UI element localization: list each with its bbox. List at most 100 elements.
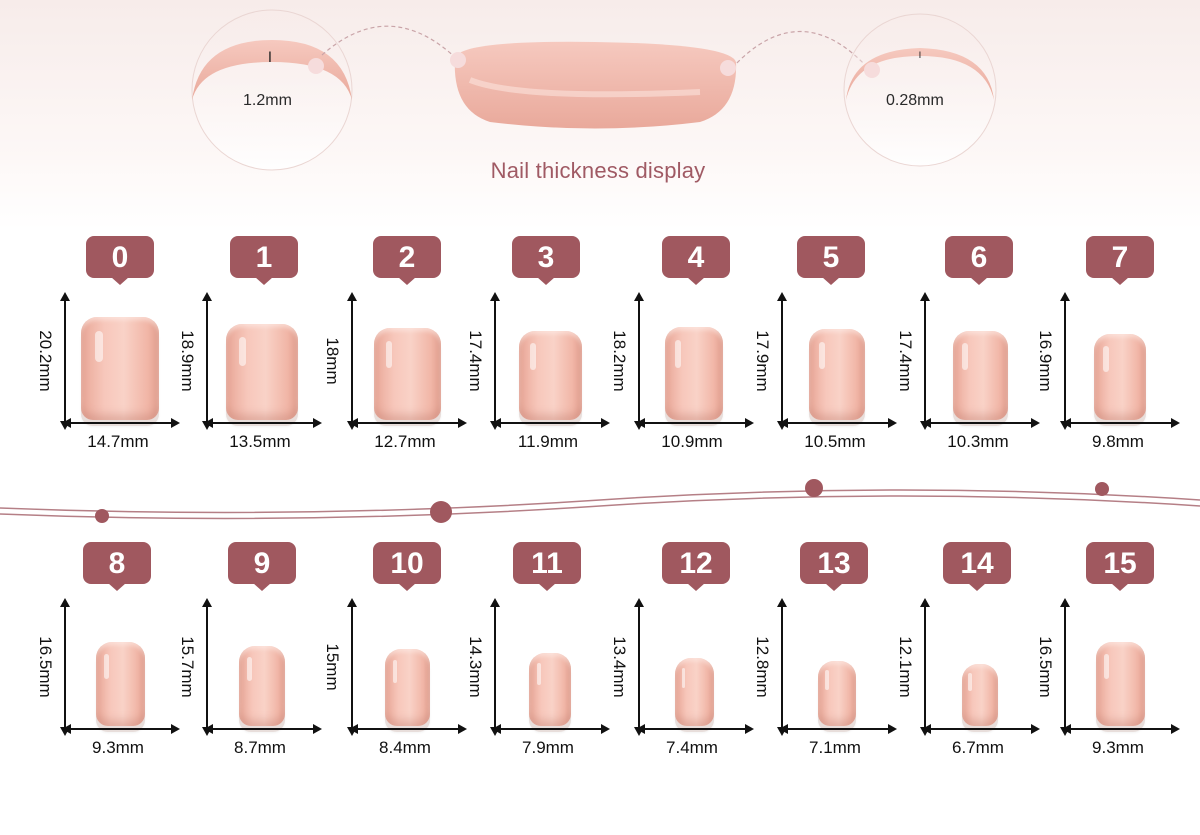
- length-label: 18.9mm: [178, 330, 197, 392]
- width-label: 9.8mm: [1092, 432, 1144, 451]
- size-number-badge: 9: [228, 542, 296, 591]
- wave-divider: [0, 479, 1200, 523]
- width-arrow: [349, 418, 467, 428]
- divider-dot: [805, 479, 823, 497]
- size-number-badge: 7: [1086, 236, 1154, 285]
- size-number-badge: 5: [797, 236, 865, 285]
- length-label: 18mm: [323, 337, 342, 385]
- length-arrow: [490, 598, 500, 736]
- length-label: 17.9mm: [753, 330, 772, 392]
- width-label: 14.7mm: [87, 432, 149, 451]
- size-number-badge: 3: [512, 236, 580, 285]
- width-label: 10.9mm: [661, 432, 723, 451]
- width-label: 13.5mm: [229, 432, 291, 451]
- length-label: 16.9mm: [1036, 330, 1055, 392]
- left-thickness-circle: I: [191, 9, 353, 171]
- divider-dot: [1095, 482, 1109, 496]
- width-arrow: [636, 724, 754, 734]
- size-number-badge: 11: [513, 542, 581, 591]
- length-label: 17.4mm: [466, 330, 485, 392]
- width-label: 8.7mm: [234, 738, 286, 757]
- size-number-badge: 13: [800, 542, 868, 591]
- size-number-badge: 2: [373, 236, 441, 285]
- length-arrow: [777, 292, 787, 430]
- width-label: 10.5mm: [804, 432, 866, 451]
- svg-text:I: I: [268, 50, 272, 66]
- length-label: 15mm: [323, 643, 342, 691]
- length-label: 18.2mm: [610, 330, 629, 392]
- nail-tip: [239, 646, 285, 726]
- width-label: 7.4mm: [666, 738, 718, 757]
- size-cell-3: 3 17.4mm 11.9mm: [466, 236, 628, 466]
- size-number-badge: 8: [83, 542, 151, 591]
- length-arrow: [60, 292, 70, 430]
- length-arrow: [202, 598, 212, 736]
- width-arrow: [779, 724, 897, 734]
- width-arrow: [779, 418, 897, 428]
- divider-dot: [95, 509, 109, 523]
- nail-tip: [1094, 334, 1146, 420]
- size-number-badge: 0: [86, 236, 154, 285]
- size-number-badge: 14: [943, 542, 1011, 591]
- width-arrow: [1062, 724, 1180, 734]
- width-label: 9.3mm: [92, 738, 144, 757]
- nail-tip: [226, 324, 298, 420]
- width-arrow: [62, 724, 180, 734]
- right-thickness-value: 0.28mm: [886, 92, 944, 109]
- size-number-badge: 12: [662, 542, 730, 591]
- nail-tip: [665, 327, 723, 420]
- nail-tip: [952, 331, 1008, 420]
- length-arrow: [920, 598, 930, 736]
- length-label: 17.4mm: [896, 330, 915, 392]
- center-nail-illustration: [450, 41, 737, 129]
- width-label: 6.7mm: [952, 738, 1004, 757]
- width-arrow: [204, 724, 322, 734]
- size-cell-9: 9 15.7mm 8.7mm: [178, 542, 340, 772]
- length-arrow: [347, 292, 357, 430]
- width-arrow: [636, 418, 754, 428]
- nail-tip: [674, 658, 714, 726]
- length-label: 15.7mm: [178, 636, 197, 698]
- svg-text:I: I: [919, 51, 922, 61]
- nail-tip: [95, 642, 145, 726]
- width-label: 11.9mm: [517, 432, 579, 451]
- width-label: 7.9mm: [522, 738, 574, 757]
- nail-tip: [373, 328, 441, 420]
- size-number-badge: 10: [373, 542, 441, 591]
- divider-dot: [430, 501, 452, 523]
- thickness-illustration: I I: [191, 9, 997, 171]
- length-arrow: [1060, 598, 1070, 736]
- length-arrow: [634, 598, 644, 736]
- length-label: 20.2mm: [36, 330, 55, 392]
- width-label: 9.3mm: [1092, 738, 1144, 757]
- section-title: Nail thickness display: [490, 158, 706, 183]
- width-arrow: [204, 418, 322, 428]
- width-label: 12.7mm: [374, 432, 436, 451]
- nail-tip: [518, 331, 582, 420]
- width-arrow: [349, 724, 467, 734]
- left-thickness-value: 1.2mm: [243, 92, 292, 109]
- size-cell-7: 7 16.9mm 9.8mm: [1036, 236, 1198, 466]
- length-label: 12.8mm: [753, 636, 772, 698]
- length-label: 14.3mm: [466, 636, 485, 698]
- width-arrow: [62, 418, 180, 428]
- size-cell-11: 11 14.3mm 7.9mm: [466, 542, 628, 772]
- nail-tip: [81, 317, 159, 420]
- size-cell-5: 5 17.9mm 10.5mm: [753, 236, 915, 466]
- width-arrow: [492, 724, 610, 734]
- length-arrow: [490, 292, 500, 430]
- nail-tip: [529, 653, 571, 726]
- nail-tip: [818, 661, 856, 726]
- length-arrow: [777, 598, 787, 736]
- length-arrow: [202, 292, 212, 430]
- length-arrow: [1060, 292, 1070, 430]
